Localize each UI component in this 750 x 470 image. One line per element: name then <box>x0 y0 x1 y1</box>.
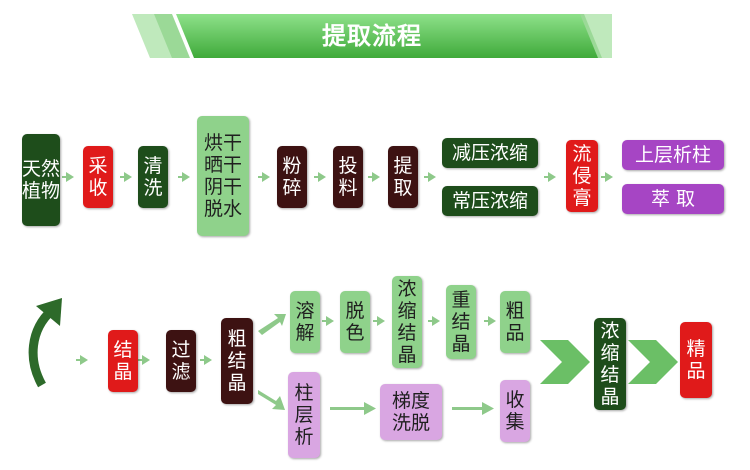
node-jianya-nongsuo: 减压浓缩 <box>442 138 538 168</box>
arrow-r1-9 <box>601 172 613 182</box>
arrow-r1-5 <box>314 172 326 182</box>
arrow-r1-1 <box>62 172 74 182</box>
arrow-branch-down <box>258 390 285 410</box>
arrow-line-2 <box>452 407 484 410</box>
arrow-r2-5 <box>373 316 385 326</box>
arrow-branch-up <box>258 314 286 335</box>
node-qingxi: 清 洗 <box>138 146 168 208</box>
loop-arrow-body <box>28 306 56 388</box>
node-cupin: 粗 品 <box>500 291 530 353</box>
arrow-r1-8 <box>544 172 556 182</box>
node-zhucengxi: 柱 层 析 <box>288 372 320 458</box>
node-nongsuo-jiejing-1: 浓 缩 结 晶 <box>392 276 422 368</box>
arrow-r1-2 <box>120 172 132 182</box>
node-nongsuo-jiejing-2: 浓 缩 结 晶 <box>594 318 626 410</box>
node-tidu-xituo: 梯度 洗脱 <box>380 384 442 440</box>
arrow-r2-4 <box>322 316 334 326</box>
arrow-r2-6 <box>428 316 440 326</box>
node-shouji: 收 集 <box>500 380 530 442</box>
arrow-line-1 <box>330 407 366 410</box>
node-caishou: 采 收 <box>83 146 113 208</box>
node-ganzao: 烘干 晒干 阴干 脱水 <box>197 116 249 236</box>
node-fensui: 粉 碎 <box>277 146 307 208</box>
node-tuose: 脱 色 <box>340 291 370 353</box>
arrow-r2-7 <box>484 316 496 326</box>
loop-arrow-head <box>36 298 62 326</box>
title-banner: 提取流程 <box>132 14 612 58</box>
banner-shape <box>132 14 612 58</box>
node-jingpin: 精 品 <box>680 322 712 398</box>
arrow-head-2 <box>482 402 494 415</box>
arrow-r1-6 <box>368 172 380 182</box>
node-liujingao: 流 侵 膏 <box>566 140 598 212</box>
big-chevron-1 <box>540 340 590 384</box>
arrow-r2-3 <box>200 355 212 365</box>
node-cu-jiejing: 粗 结 晶 <box>221 318 253 404</box>
arrow-r1-3 <box>178 172 190 182</box>
node-changya-nongsuo: 常压浓缩 <box>442 186 538 216</box>
node-tianran-zhiwu: 天然 植物 <box>22 134 60 226</box>
node-jiejing: 结 晶 <box>108 330 138 392</box>
arrow-r2-1 <box>76 355 88 365</box>
page-title: 提取流程 <box>322 22 422 50</box>
big-chevron-2 <box>628 340 678 384</box>
node-guolv: 过 滤 <box>166 330 196 392</box>
node-touliao: 投 料 <box>333 146 363 208</box>
arrow-r2-2 <box>138 355 150 365</box>
node-rongjie: 溶 解 <box>290 291 320 353</box>
arrow-r1-4 <box>258 172 270 182</box>
node-cuiqu: 萃 取 <box>622 184 724 214</box>
arrow-head-1 <box>364 402 376 415</box>
node-shangcengxizhu: 上层析柱 <box>622 140 724 170</box>
arrow-r1-7 <box>424 172 436 182</box>
node-chong-jiejing: 重 结 晶 <box>446 285 476 359</box>
node-tiqu: 提 取 <box>388 146 418 208</box>
